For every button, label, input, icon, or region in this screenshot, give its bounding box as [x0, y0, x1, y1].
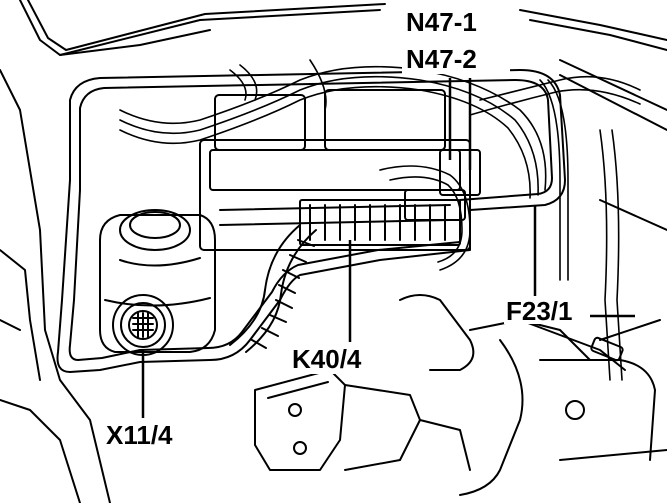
label-x11-4: X11/4	[106, 420, 173, 450]
wiring-harness	[119, 59, 641, 381]
corrugated-conduit	[229, 224, 317, 353]
label-n47-2: N47-2	[406, 44, 477, 74]
relay-connectors	[214, 89, 481, 221]
label-k40-4: K40/4	[292, 344, 362, 374]
callout-labels: N47-1 N47-2 F23/1 K40/4 X11/4	[104, 6, 588, 450]
fluid-reservoir	[99, 209, 216, 353]
label-n47-1: N47-1	[406, 7, 477, 37]
hood-panel	[19, 0, 667, 231]
control-box-housing	[56, 69, 566, 373]
leader-lines	[141, 78, 635, 420]
label-f23-1: F23/1	[506, 296, 573, 326]
left-fender	[0, 69, 111, 503]
lower-right-components	[399, 294, 667, 496]
round-connector-x11-4	[112, 294, 174, 356]
